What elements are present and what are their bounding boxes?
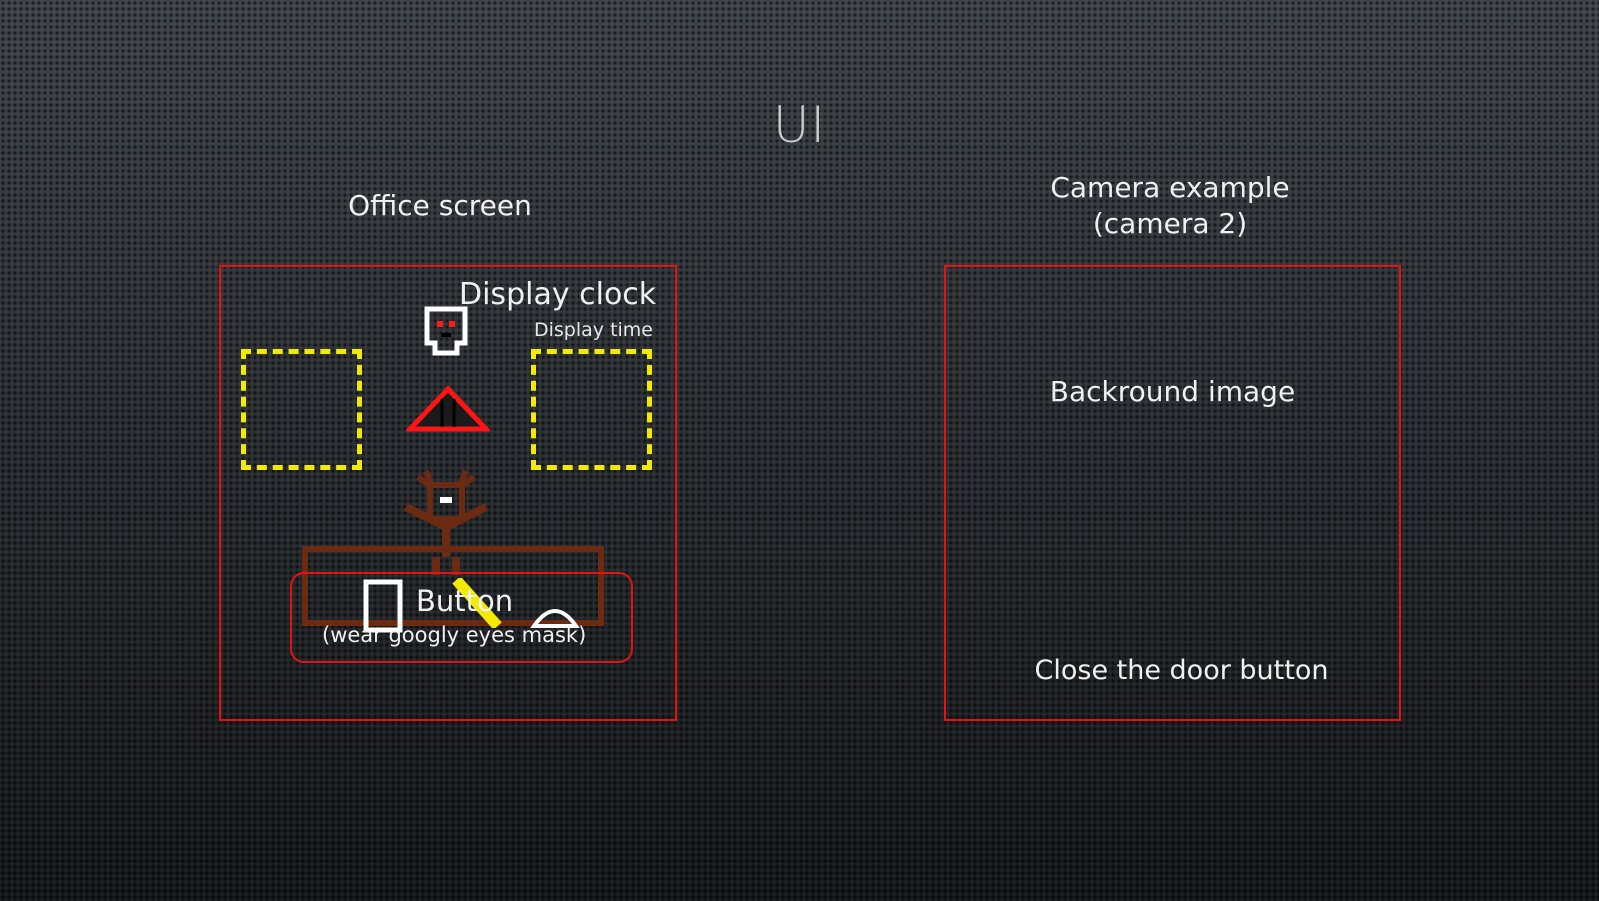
robot-face-icon <box>424 306 468 356</box>
tablet-icon <box>363 579 403 633</box>
office-screen-label: Office screen <box>348 189 532 222</box>
display-clock-label: Display clock <box>459 277 657 312</box>
button-label: Button <box>416 584 514 618</box>
red-lamp-icon <box>406 385 490 432</box>
office-screen-panel: Display clock Display time <box>219 265 677 721</box>
googly-mask-icon <box>530 609 580 628</box>
display-time-label: Display time <box>534 319 654 341</box>
close-door-button[interactable]: Close the door button <box>1034 655 1329 686</box>
camera-label-line2: (camera 2) <box>1092 207 1248 240</box>
left-door-placeholder[interactable] <box>241 349 362 470</box>
button-sublabel: (wear googly eyes mask) <box>322 623 587 647</box>
reindeer-animatronic-icon <box>404 469 488 575</box>
slide-title: UI <box>772 96 827 154</box>
desk-icon <box>302 546 604 626</box>
right-door-placeholder[interactable] <box>531 349 652 470</box>
camera-panel: Backround image Close the door button <box>944 265 1401 721</box>
background-image-label: Backround image <box>1049 375 1296 408</box>
flashlight-icon <box>452 578 502 628</box>
camera-label-line1: Camera example <box>1050 171 1290 204</box>
camera-example-label: Camera example (camera 2) <box>930 170 1410 242</box>
wear-mask-button[interactable]: Button (wear googly eyes mask) <box>290 572 633 663</box>
